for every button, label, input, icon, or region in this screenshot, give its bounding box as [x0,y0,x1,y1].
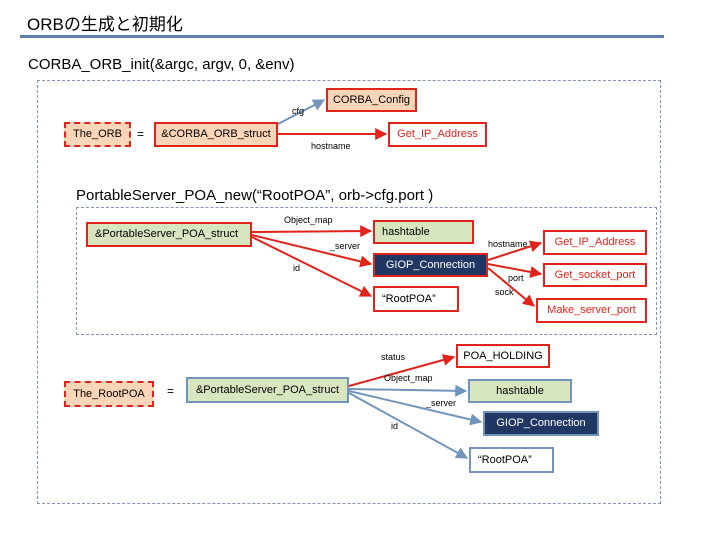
edge-rootpoa-status [348,354,456,387]
rootpoa-struct-box: &PortableServer_POA_struct [186,377,349,403]
edge-orb-cfg [277,99,326,125]
edge-rootpoa-id [348,392,469,459]
label-rootpoa-status: status [381,352,406,362]
rootpoa-string-box: “RootPOA” [469,447,554,473]
poa-new-frame [76,207,657,335]
edge-giop-hostname [487,240,543,261]
poa-new-call: PortableServer_POA_new(“RootPOA”, orb->c… [76,187,434,204]
poa-new-giop-connection-box: GIOP_Connection [373,253,488,277]
edge-rootpoa-server [348,390,483,426]
label-poa-new-object-map: Object_map [284,215,333,225]
label-rootpoa-object-map: Object_map [384,373,433,383]
poa-new-struct-box: &PortableServer_POA_struct [86,222,252,247]
rootpoa-equals: = [167,384,175,398]
label-poa-new-server: _server [330,241,361,251]
get-socket-port-box: Get_socket_port [543,263,647,287]
label-giop-hostname: hostname [488,239,528,249]
edge-poa-id [251,236,373,297]
label-giop-port: port [508,273,524,283]
make-server-port-box: Make_server_port [536,298,647,323]
poa-holding-box: POA_HOLDING [456,344,550,368]
orb-equals: = [137,127,145,141]
label-giop-sock: sock [495,287,514,297]
label-cfg: cfg [292,106,305,116]
corba-config-box: CORBA_Config [326,88,417,112]
title-rule [20,35,664,38]
rootpoa-giop-connection-box: GIOP_Connection [483,411,599,436]
poa-new-rootpoa-string-box: “RootPOA” [373,286,459,312]
the-rootpoa-box: The_RootPOA [64,381,154,407]
orb-init-call: CORBA_ORB_init(&argc, argv, 0, &env) [28,56,295,73]
label-rootpoa-server: _server [426,398,457,408]
rootpoa-hashtable-box: hashtable [468,379,572,403]
the-orb-box: The_ORB [64,122,131,147]
orb-init-frame [37,80,661,504]
orb-get-ip-address-box: Get_IP_Address [388,122,487,147]
label-poa-new-id: id [293,263,301,273]
orb-struct-box: &CORBA_ORB_struct [154,122,278,147]
label-orb-hostname: hostname [311,141,351,151]
poa-new-hashtable-box: hashtable [373,220,474,244]
edge-poa-server [251,234,373,268]
page-title: ORBの生成と初期化 [27,15,183,34]
edge-poa-object-map [251,225,373,238]
poa-new-get-ip-address-box: Get_IP_Address [543,230,647,255]
label-rootpoa-id: id [391,421,399,431]
edge-giop-port [487,263,543,278]
edge-rootpoa-object-map [348,384,468,397]
edge-giop-sock [487,267,535,307]
